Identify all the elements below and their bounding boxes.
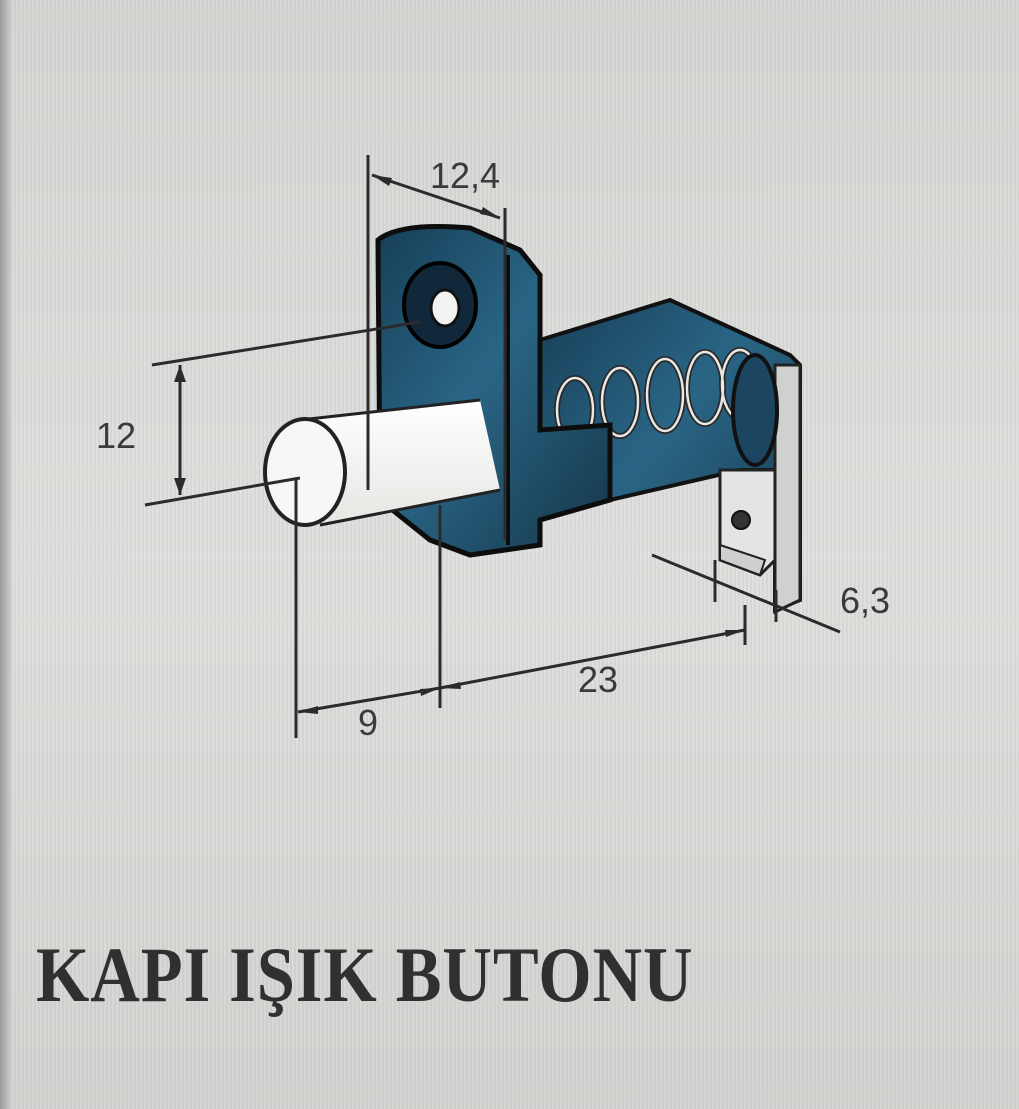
dim-label-terminal-width: 6,3 [840, 580, 890, 621]
dim-label-bracket-width: 12,4 [430, 155, 500, 196]
terminal-tab [718, 468, 777, 577]
product-title: KAPI IŞIK BUTONU [36, 931, 694, 1018]
dim-label-body-length: 23 [578, 659, 618, 700]
plunger [263, 398, 501, 527]
mounting-hole-icon [429, 288, 461, 328]
monitor-bezel [0, 0, 12, 1109]
dim-label-height: 12 [96, 415, 136, 456]
dimension-lines [144, 155, 841, 738]
terminal-hole-icon [731, 510, 751, 530]
dim-label-plunger-length: 9 [358, 702, 378, 743]
